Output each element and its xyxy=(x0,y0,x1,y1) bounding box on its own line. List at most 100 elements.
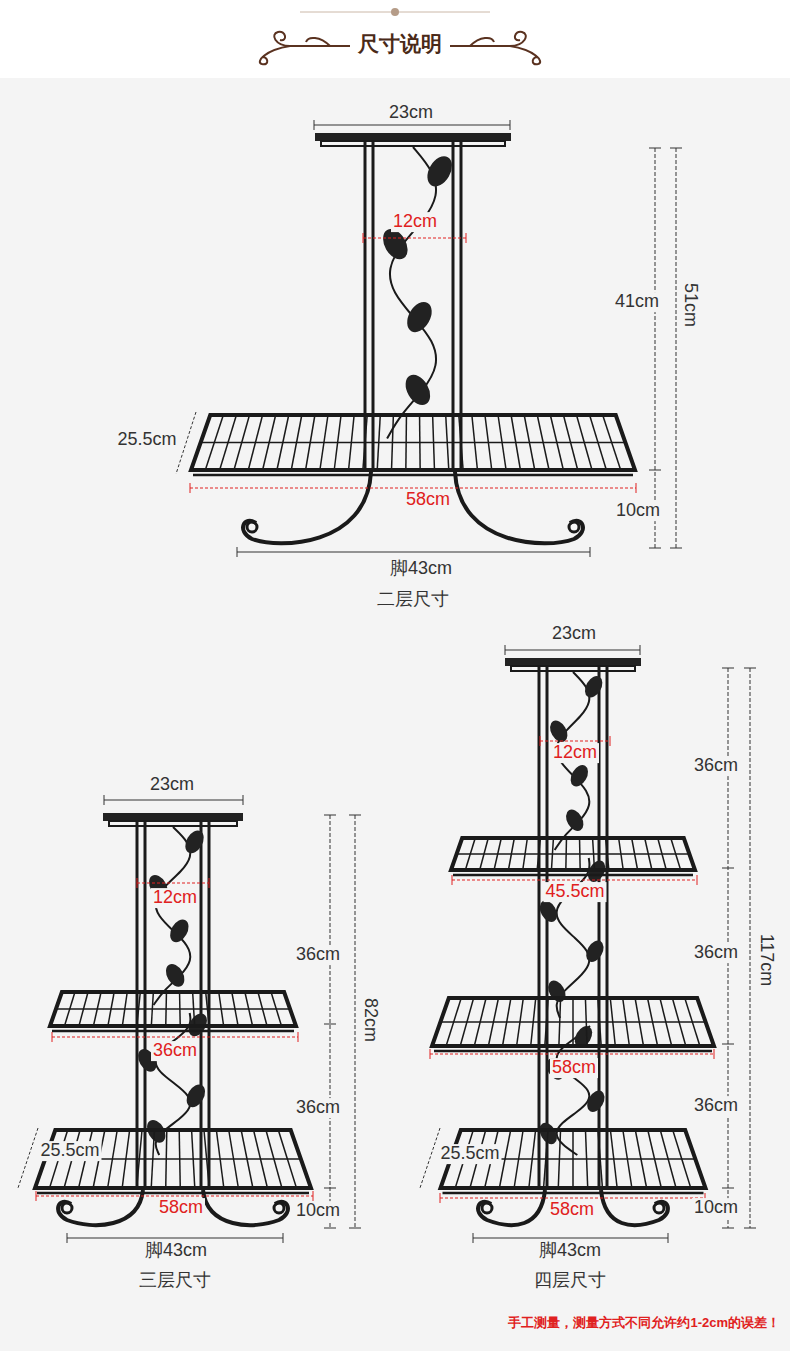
dimension-label: 25.5cm xyxy=(115,430,178,450)
dimension-lines xyxy=(18,120,756,1243)
dimension-line xyxy=(473,1238,668,1239)
dimension-tick xyxy=(473,1233,474,1243)
dimension-line xyxy=(330,815,331,1228)
dimension-label: 36cm xyxy=(692,756,740,776)
top-tray xyxy=(315,133,511,141)
dimension-line xyxy=(505,650,640,651)
scroll-foot xyxy=(601,1190,668,1225)
dimension-line xyxy=(190,488,636,489)
dimension-tick xyxy=(510,120,511,130)
dimension-label: 36cm xyxy=(692,943,740,963)
leaf xyxy=(583,938,608,966)
dimension-tick xyxy=(324,1188,336,1189)
dimension-tick xyxy=(137,878,138,888)
header-band xyxy=(0,0,790,78)
shelf-rail xyxy=(443,1192,704,1195)
leaf xyxy=(401,371,436,410)
dimension-label: 23cm xyxy=(550,624,598,644)
shelf-frame xyxy=(50,992,296,1026)
scroll-curl xyxy=(274,1203,284,1213)
dimension-label: 36cm xyxy=(692,1096,740,1116)
dimension-tick xyxy=(636,483,637,493)
leaf xyxy=(182,827,208,856)
scroll-foot xyxy=(478,1190,545,1225)
dimension-label: 脚43cm xyxy=(537,1241,603,1261)
dimension-tick xyxy=(452,875,453,885)
scroll-foot xyxy=(243,472,371,543)
dimension-line xyxy=(314,125,510,126)
dimension-tick xyxy=(649,148,661,149)
top-tray-rim xyxy=(109,821,237,826)
shelf-grid xyxy=(440,1021,705,1023)
leaf xyxy=(584,1087,609,1115)
column-bar xyxy=(364,141,367,472)
dimension-tick xyxy=(104,795,105,805)
dimension-tick xyxy=(640,645,641,655)
dimension-tick xyxy=(744,668,756,669)
shelf-rail xyxy=(453,874,693,877)
shelf-rail xyxy=(52,1030,294,1033)
header-ornament xyxy=(391,8,399,16)
dimension-tick xyxy=(314,120,315,130)
leaf xyxy=(162,961,188,990)
dimension-label: 二层尺寸 xyxy=(375,590,451,610)
top-tray xyxy=(103,813,243,821)
dimension-line xyxy=(18,1128,38,1188)
dimension-tick xyxy=(430,1049,431,1059)
column-bar xyxy=(606,666,609,1190)
dimension-label-red: 45.5cm xyxy=(543,882,606,902)
dimension-line xyxy=(430,1054,714,1055)
scroll-ornament xyxy=(274,32,350,46)
page-title: 尺寸说明 xyxy=(356,32,444,55)
dimension-tick xyxy=(324,815,336,816)
column-bar xyxy=(200,821,203,1190)
vine xyxy=(387,147,436,439)
plant-stand xyxy=(35,813,311,1225)
dimension-tick xyxy=(590,547,591,557)
dimension-label: 三层尺寸 xyxy=(137,1271,213,1291)
dimension-tick xyxy=(36,1191,37,1201)
dimension-label-red: 58cm xyxy=(157,1198,205,1218)
column-bar xyxy=(144,821,147,1190)
dimension-tick xyxy=(505,645,506,655)
dimension-label: 23cm xyxy=(148,775,196,795)
dimension-line xyxy=(420,1128,440,1188)
scroll-foot xyxy=(58,1190,143,1225)
dimension-tick xyxy=(744,1228,756,1229)
dimension-line xyxy=(750,668,751,1228)
dimension-tick xyxy=(349,815,361,816)
dimension-tick xyxy=(722,1188,734,1189)
dimension-label-red: 12cm xyxy=(551,743,599,763)
dimension-line xyxy=(137,883,209,884)
scroll-curl xyxy=(654,1203,664,1213)
leaf xyxy=(422,152,457,191)
column-bar xyxy=(452,141,455,472)
dimension-label: 82cm xyxy=(360,996,380,1044)
dimension-label-red: 58cm xyxy=(548,1200,596,1220)
dimension-tick xyxy=(714,1049,715,1059)
dimension-line xyxy=(355,815,356,1228)
dimension-label: 23cm xyxy=(387,103,435,123)
leaf xyxy=(567,762,592,790)
scroll-foot xyxy=(455,472,583,543)
shelf-grid xyxy=(56,1008,290,1010)
leaf xyxy=(581,673,606,701)
dimension-tick xyxy=(324,1228,336,1229)
dimension-tick xyxy=(349,1228,361,1229)
dimension-label: 41cm xyxy=(613,292,661,312)
dimension-line xyxy=(67,1238,283,1239)
dimension-label: 51cm xyxy=(680,281,700,329)
dimension-tick xyxy=(649,470,661,471)
dimension-line xyxy=(452,880,697,881)
scroll-foot xyxy=(203,1190,288,1225)
column-bar xyxy=(538,666,541,1190)
shelf-rail xyxy=(193,474,633,477)
top-tray-rim xyxy=(321,141,505,146)
dimension-line xyxy=(237,552,590,553)
scroll-ornament xyxy=(510,46,540,64)
column-bar xyxy=(136,821,139,1190)
dimension-label: 10cm xyxy=(294,1201,342,1221)
measurement-note: 手工测量，测量方式不同允许约1-2cm的误差！ xyxy=(506,1316,782,1330)
dimension-tick xyxy=(52,1032,53,1042)
